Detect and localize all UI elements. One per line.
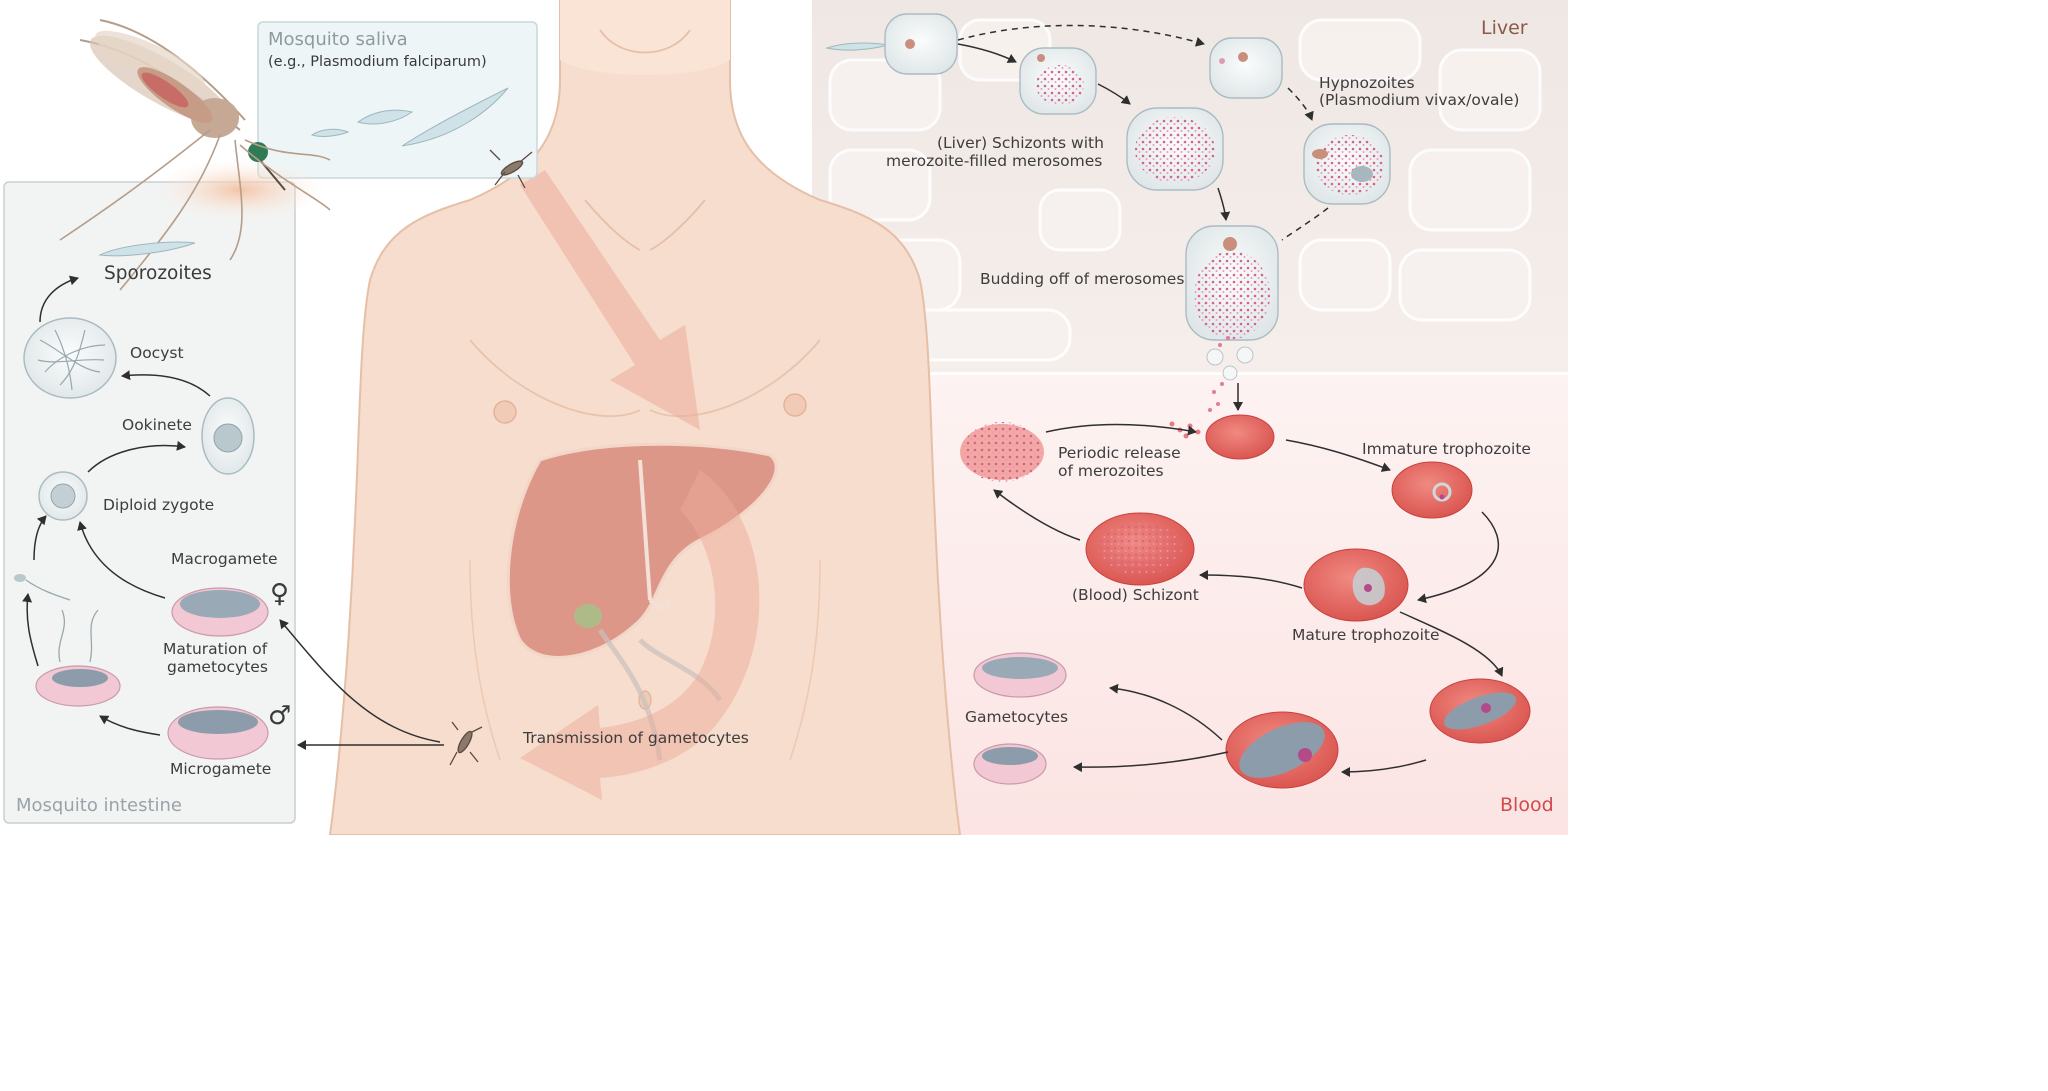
diploid-zygote-cell xyxy=(38,471,88,521)
sporozoite-flow-arrow xyxy=(520,170,700,430)
label-liver-schizonts-line1: (Liver) Schizonts with xyxy=(937,134,1104,152)
mosquito-saliva-box: Mosquito saliva (e.g., Plasmodium falcip… xyxy=(257,21,538,179)
label-immature-trophozoite: Immature trophozoite xyxy=(1362,440,1531,458)
rbc-uninfected xyxy=(1205,414,1275,460)
microgamete-sperm xyxy=(14,574,71,601)
male-symbol: ♂ xyxy=(268,701,291,731)
label-gametocytes: Gametocytes xyxy=(965,708,1068,726)
diagram-canvas: Mosquito saliva (e.g., Plasmodium falcip… xyxy=(3,0,1568,835)
fertilization-cell xyxy=(35,609,121,707)
label-sporozoites: Sporozoites xyxy=(104,263,212,284)
label-liver-schizonts-line2: merozoite-filled merosomes xyxy=(886,152,1102,170)
ookinete-cell xyxy=(201,397,255,475)
liver-stage-arrows xyxy=(957,24,1329,411)
rbc-blood-schizont xyxy=(1085,512,1195,586)
human-torso-illustration xyxy=(328,0,962,835)
mosquito-bite-shoulder xyxy=(489,149,533,189)
liver-region-title: Liver xyxy=(1481,17,1528,39)
label-hypnozoites-line2: (Plasmodium vivax/ovale) xyxy=(1319,91,1519,109)
rbc-mature-trophozoite xyxy=(1303,548,1409,622)
label-diploid-zygote: Diploid zygote xyxy=(103,496,214,514)
sporozoites-shape xyxy=(98,241,196,257)
malaria-lifecycle-diagram: Mosquito saliva (e.g., Plasmodium falcip… xyxy=(3,0,1568,835)
rbc-gametocyte-mature xyxy=(1225,711,1339,789)
blood-region-title: Blood xyxy=(1500,794,1554,816)
hepatocyte-hypnozoite xyxy=(1209,37,1283,99)
mosquito-bite-hip xyxy=(449,721,483,766)
saliva-sporozoites xyxy=(310,87,509,147)
label-periodic-release-line1: Periodic release xyxy=(1058,444,1181,462)
label-budding-merosomes: Budding off of merosomes xyxy=(980,270,1184,288)
mosquito-saliva-subtitle: (e.g., Plasmodium falciparum) xyxy=(268,54,487,70)
label-microgamete: Microgamete xyxy=(170,760,271,778)
macrogamete-cell xyxy=(171,587,269,637)
gametocyte-cell-lower xyxy=(973,743,1047,785)
rbc-gametocyte-developing xyxy=(1429,678,1531,744)
hepatocyte-infected xyxy=(884,13,958,75)
label-transmission-gametocytes: Transmission of gametocytes xyxy=(522,729,749,747)
label-macrogamete: Macrogamete xyxy=(171,550,278,568)
label-hypnozoites-line1: Hypnozoites xyxy=(1319,74,1415,92)
label-blood-schizont: (Blood) Schizont xyxy=(1072,586,1199,604)
label-mature-trophozoite: Mature trophozoite xyxy=(1292,626,1440,644)
hepatocyte-budding-merosomes xyxy=(1185,225,1279,341)
gametocyte-return-arrow xyxy=(520,470,760,800)
hepatocyte-liver-schizont xyxy=(1126,107,1224,191)
gametocyte-cell-upper xyxy=(973,652,1067,698)
hepatocyte-early-schizont xyxy=(1019,47,1097,115)
label-periodic-release-line2: of merozoites xyxy=(1058,462,1164,480)
released-merosomes xyxy=(1206,346,1254,381)
oocyst-cell xyxy=(23,317,117,399)
mosquito-intestine-title: Mosquito intestine xyxy=(16,795,182,816)
label-ookinete: Ookinete xyxy=(122,416,192,434)
rupturing-rbc xyxy=(960,422,1044,482)
mosquito-illustration xyxy=(59,19,331,291)
microgamete-cell xyxy=(167,706,269,760)
hepatocyte-reactivated xyxy=(1303,123,1391,205)
label-maturation-line1: Maturation of xyxy=(163,640,268,658)
female-symbol: ♀ xyxy=(270,579,289,609)
rbc-immature-trophozoite xyxy=(1391,461,1473,519)
intestine-cycle-arrows xyxy=(22,275,444,750)
label-maturation-line2: gametocytes xyxy=(167,658,268,676)
blood-cycle-arrows xyxy=(993,423,1504,777)
mosquito-saliva-title: Mosquito saliva xyxy=(268,29,408,50)
label-oocyst: Oocyst xyxy=(130,344,184,362)
escaping-merozoites xyxy=(1208,336,1230,412)
